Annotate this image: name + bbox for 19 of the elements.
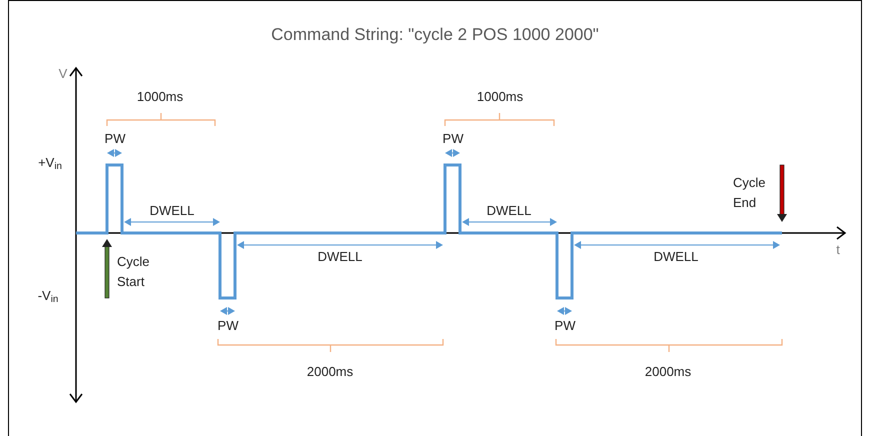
pulse-width-label: PW xyxy=(104,130,126,148)
dwell-label: DWELL xyxy=(486,202,532,220)
voltage-level-label: -V$_{in}$ xyxy=(38,287,58,306)
dimension-label: 2000ms xyxy=(644,363,692,381)
dwell-label: DWELL xyxy=(654,248,698,266)
axis-label: V xyxy=(58,65,68,83)
marker-label: Cycle End xyxy=(733,174,767,212)
dimension-label: 2000ms xyxy=(306,363,354,381)
pulse-width-label: PW xyxy=(218,317,238,335)
dwell-label: DWELL xyxy=(318,248,362,266)
dwell-label: DWELL xyxy=(150,202,194,220)
voltage-level-label: +V$_{in}$ xyxy=(38,154,62,173)
dimension-label: 1000ms xyxy=(136,88,184,106)
axis-label: t xyxy=(836,241,840,259)
dimension-label: 1000ms xyxy=(476,88,524,106)
marker-label: Cycle Start xyxy=(117,253,151,291)
pulse-width-label: PW xyxy=(554,317,576,335)
pulse-width-label: PW xyxy=(442,130,464,148)
diagram-title: Command String: "cycle 2 POS 1000 2000" xyxy=(270,24,600,46)
